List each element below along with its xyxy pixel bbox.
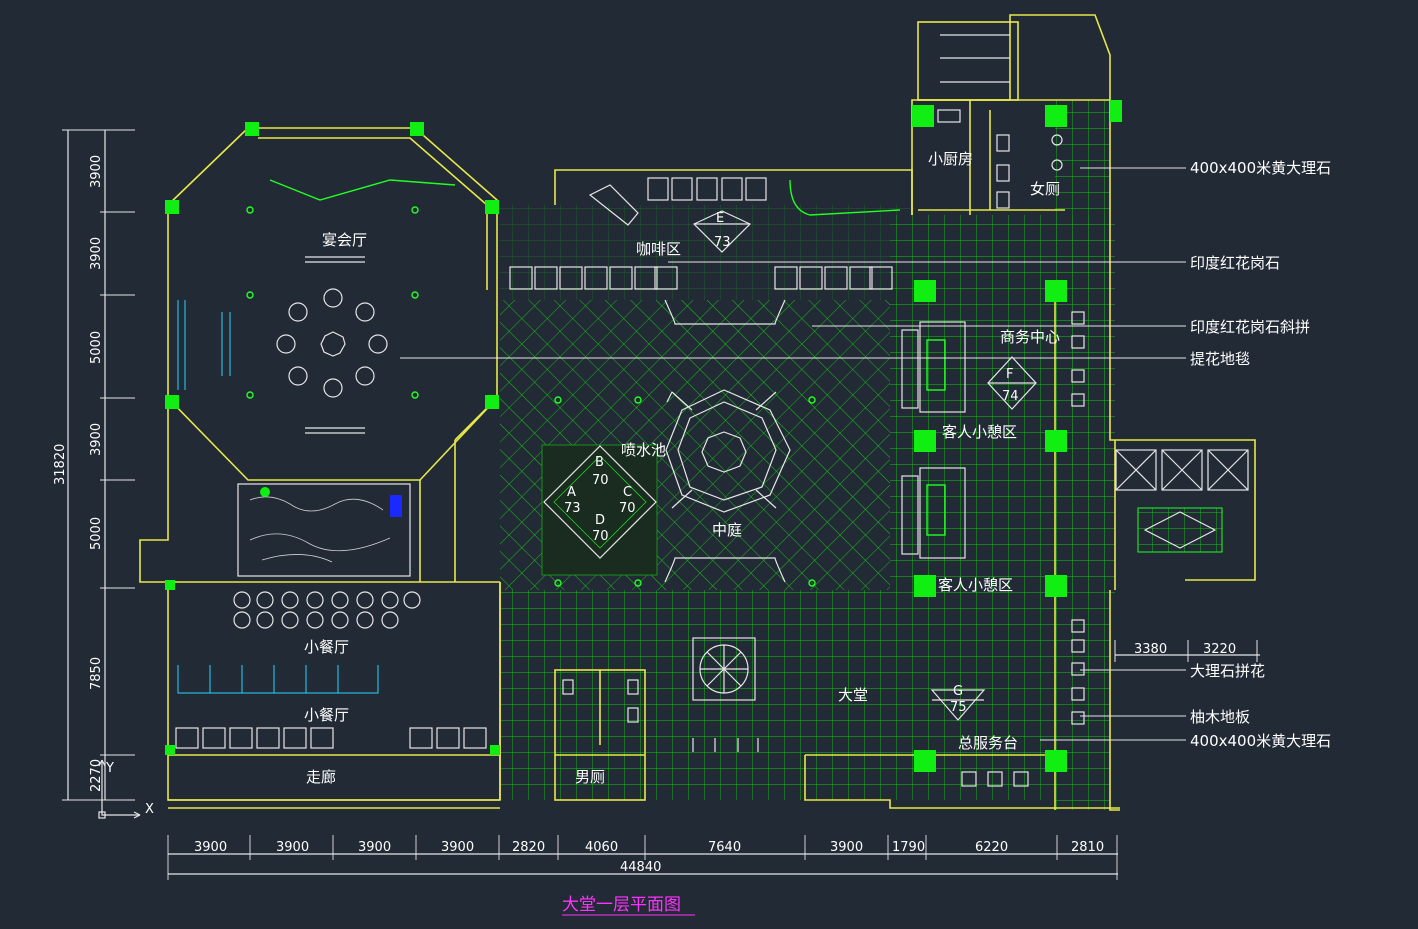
callout-marble-2: 400x400米黄大理石 [1190,732,1331,750]
fountain-mark-c-num: 70 [619,501,636,516]
garden [237,483,411,577]
room-label-mens-wc: 男厕 [575,768,605,786]
room-label-womens-wc: 女厕 [1030,180,1060,198]
right-dimension-chain: 3380 3220 [1114,640,1260,662]
section-mark-num-e: 73 [714,235,731,250]
left-dim-6: 7850 [89,657,104,690]
cafe-area: E 73 咖啡区 [509,177,901,325]
bottom-dim-4: 3900 [441,840,474,855]
callout-granite: 印度红花岗石 [1190,254,1280,272]
callout-marble-inlay: 大理石拼花 [1190,662,1265,680]
section-mark-letter-e: E [716,211,724,226]
ucs-icon: Y X [98,759,154,819]
callout-teak-floor: 柚木地板 [1190,708,1250,726]
fountain-mark-c-letter: C [623,485,632,500]
fountain-mark-b-letter: B [595,455,604,470]
atrium: B 70 A 73 C 70 D 70 喷水池 中庭 [541,389,816,587]
left-dim-7: 2270 [89,759,104,792]
left-dim-3: 5000 [89,331,104,364]
lobby: G 75 大堂 总服务台 男厕 [562,637,1029,787]
banquet-hall: 宴会厅 [177,179,456,434]
room-label-atrium: 中庭 [712,521,742,539]
bottom-dim-3: 3900 [358,840,391,855]
bottom-dim-6: 4060 [585,840,618,855]
bottom-dim-total: 44840 [620,860,661,875]
right-dim-1: 3380 [1134,642,1167,657]
bottom-dim-5: 2820 [512,840,545,855]
bottom-dim-7: 7640 [708,840,741,855]
left-dim-1: 3900 [89,155,104,188]
callout-carpet: 提花地毯 [1190,350,1250,368]
left-dim-2: 3900 [89,237,104,270]
room-label-lounge-1: 客人小憩区 [942,423,1017,441]
section-mark-letter-f: F [1006,367,1013,382]
walls [139,14,1256,811]
bottom-dim-11: 2810 [1071,840,1104,855]
room-label-dining-2: 小餐厅 [304,706,349,724]
fountain-mark-b-num: 70 [592,473,609,488]
fountain-mark-d-letter: D [595,513,605,528]
room-label-lounge-2: 客人小憩区 [938,576,1013,594]
room-label-lobby: 大堂 [838,686,868,704]
fountain-mark-a-num: 73 [564,501,581,516]
room-label-fountain: 喷水池 [621,441,666,459]
dining-rooms: 小餐厅 小餐厅 走廊 [175,591,487,786]
bottom-dim-10: 6220 [975,840,1008,855]
room-label-corridor: 走廊 [306,768,336,786]
room-label-front-desk: 总服务台 [958,734,1018,752]
section-mark-num-g: 75 [950,700,967,715]
bottom-dimension-chain: 3900 3900 3900 3900 2820 4060 7640 3900 … [167,835,1118,880]
fountain-mark-d-num: 70 [592,529,609,544]
callout-marble-1: 400x400米黄大理石 [1190,159,1331,177]
left-dim-5: 5000 [89,517,104,550]
room-label-banquet: 宴会厅 [322,231,367,249]
section-mark-letter-g: G [953,684,963,699]
left-dimension-chain: 3900 3900 5000 3900 5000 7850 2270 31820 [53,129,135,801]
bottom-dim-9: 1790 [892,840,925,855]
ucs-y-label: Y [105,761,114,776]
kitchen-wc-block: 小厨房 女厕 [928,34,1063,209]
bottom-dim-8: 3900 [830,840,863,855]
room-label-cafe: 咖啡区 [636,240,681,258]
callouts: 400x400米黄大理石 印度红花岗石 印度红花岗石斜拼 提花地毯 大理石拼花 … [400,159,1331,750]
ucs-x-label: X [145,802,154,817]
lounge-areas: F 74 商务中心 客人小憩区 客人小憩区 [901,311,1085,725]
bottom-dim-1: 3900 [194,840,227,855]
fountain-mark-a-letter: A [567,485,576,500]
left-dim-total: 31820 [53,444,68,485]
room-label-kitchen: 小厨房 [928,150,973,168]
room-label-dining-1: 小餐厅 [304,638,349,656]
right-dim-2: 3220 [1203,642,1236,657]
drawing-title: 大堂一层平面图 [562,895,681,915]
left-dim-4: 3900 [89,423,104,456]
elevators [1115,449,1249,553]
section-mark-num-f: 74 [1002,389,1019,404]
callout-granite-diagonal: 印度红花岗石斜拼 [1190,318,1310,336]
columns [165,100,1122,772]
room-label-business-center: 商务中心 [1000,328,1060,346]
bottom-dim-2: 3900 [276,840,309,855]
